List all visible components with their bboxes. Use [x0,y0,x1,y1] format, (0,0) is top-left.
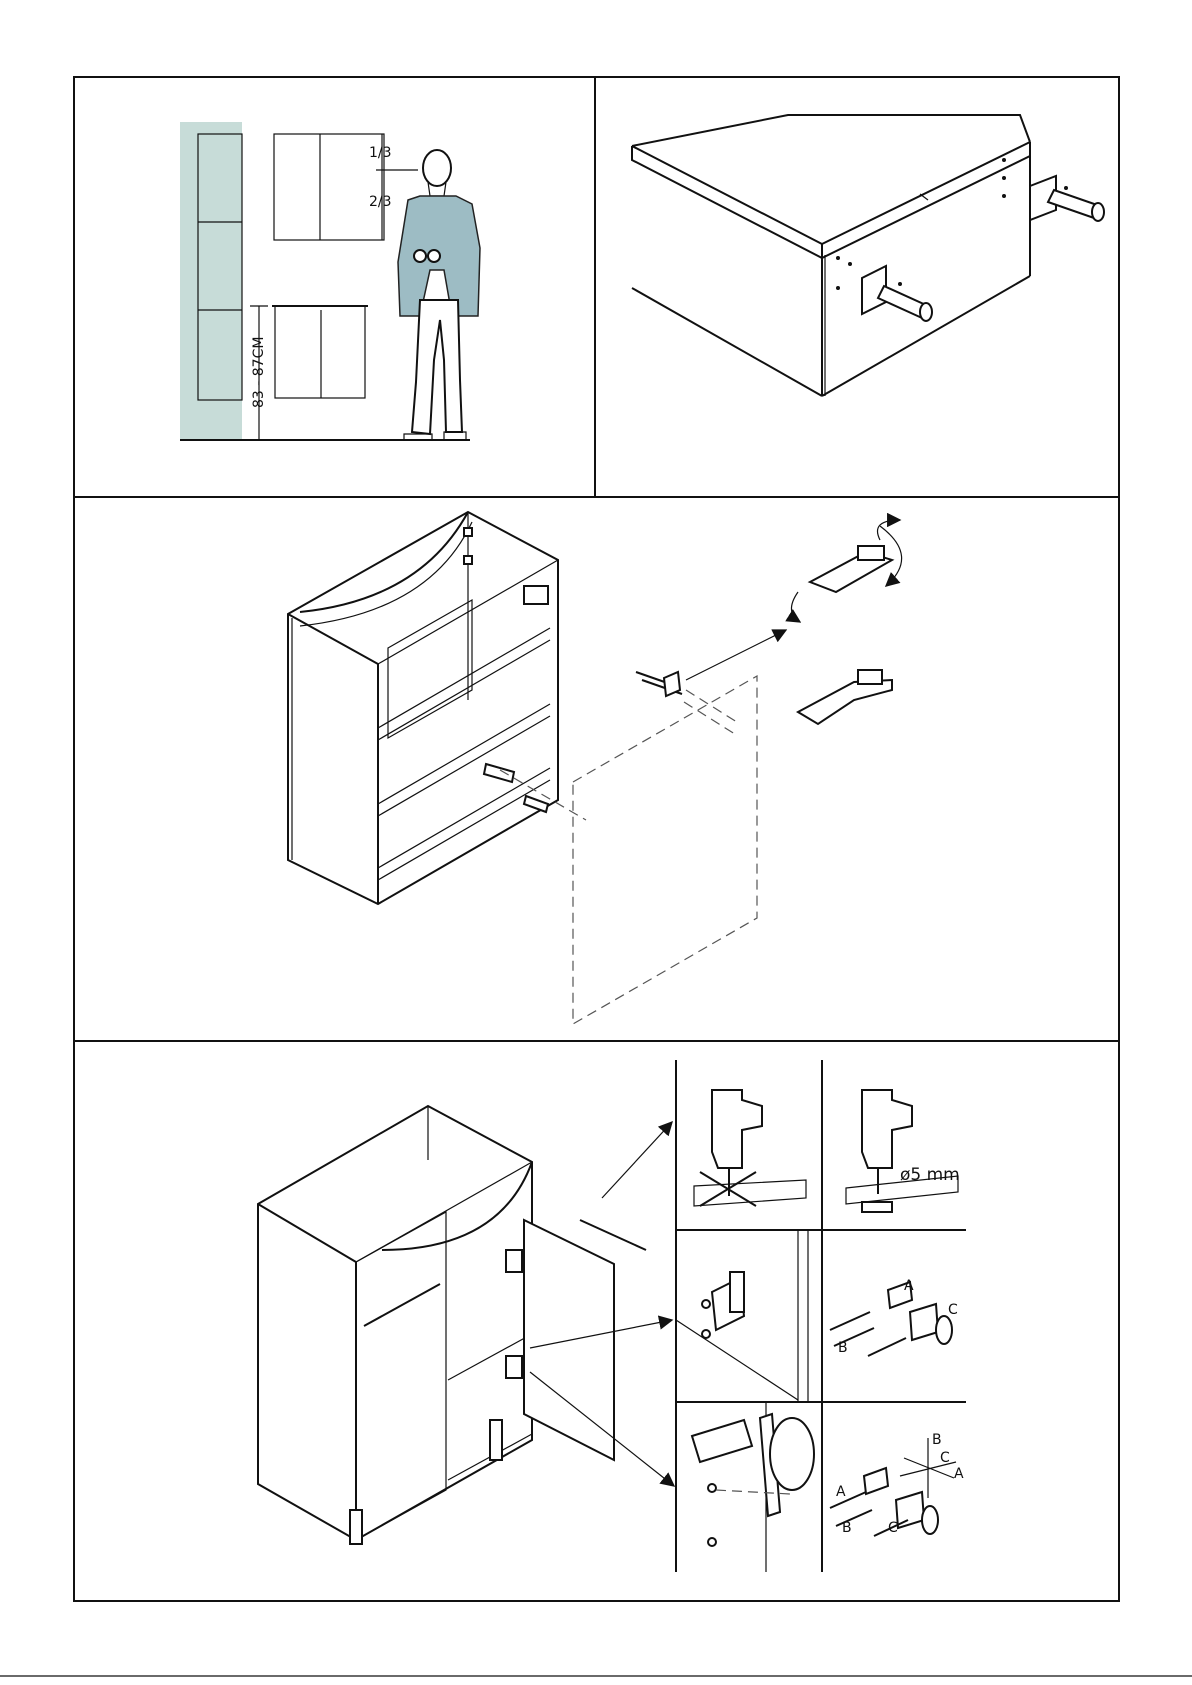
hinge-adjustment-detail [791,520,901,622]
label-part-b-1: B [838,1340,848,1356]
mirror-cabinet [274,134,384,240]
label-one-third: 1/3 [369,145,392,161]
detail-drill-wrong [694,1090,806,1206]
label-axis-c: C [940,1450,950,1466]
vanity-unit-outline [272,306,368,398]
detail-hinge-plate [676,1230,808,1402]
label-part-b-2: B [842,1520,852,1536]
label-part-a-2: A [836,1484,846,1500]
hinge-closed-detail [798,670,892,724]
label-part-a-1: A [904,1278,914,1294]
cabinet-frame [288,512,558,904]
leg-left [836,256,932,321]
label-axis-b: B [932,1432,942,1448]
door-outline-dashed [573,676,757,1024]
label-part-c-1: C [948,1302,958,1318]
leg-right [1002,158,1104,221]
panel-mounting-height: 83 - 87CM 1/3 2/3 [180,122,480,440]
assembled-cabinet [258,1106,532,1544]
detail-hinge-parts-1 [830,1282,952,1356]
cabinet-top-body [632,115,1030,396]
detail-drill-correct [846,1090,958,1212]
panel-door-hinge-mounting [288,512,902,1024]
label-diameter: ø5 mm [900,1165,960,1185]
mounting-height-label: 83 - 87CM [251,337,267,408]
person-figure [398,150,480,440]
detail-hinge-cup [692,1402,814,1572]
open-door [506,1220,646,1460]
hinge-exploded [500,630,786,820]
label-part-c-2: C [888,1520,898,1536]
label-axis-a: A [954,1466,964,1482]
label-two-thirds: 2/3 [369,194,392,210]
wall-column [180,122,242,440]
panel-leg-mounting [632,115,1104,396]
panel-final-assembly: ø5 mm A B C [258,1060,966,1572]
